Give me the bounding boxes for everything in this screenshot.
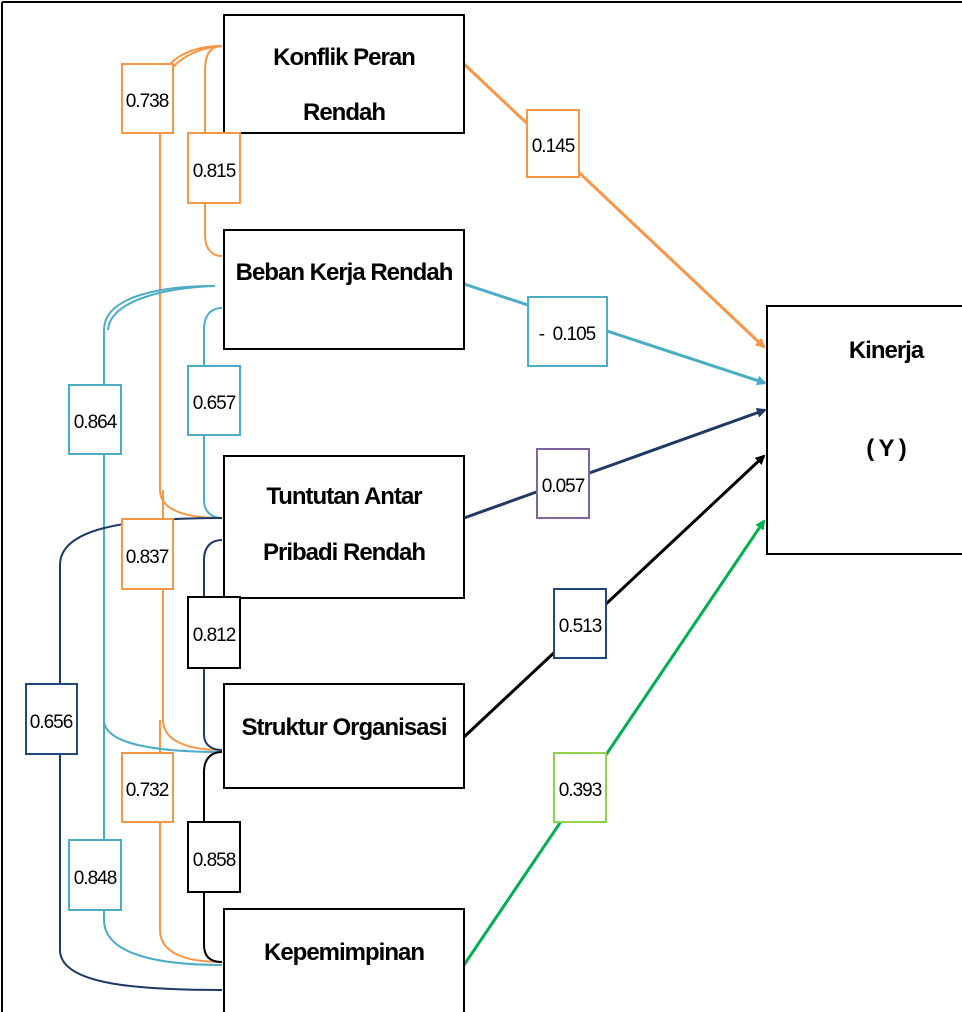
corr-konflik-kepemimpinan: 0.732 — [121, 752, 174, 823]
corr-konflik-tuntutan: 0.738 — [121, 63, 174, 134]
node-struktur: Struktur Organisasi — [223, 683, 465, 789]
coef-beban-kinerja-value: - 0.105 — [539, 324, 596, 345]
node-tuntutan-line1: Tuntutan Antar — [266, 483, 422, 510]
coef-konflik-kinerja-value: 0.145 — [532, 136, 575, 157]
corr-konflik-struktur-value: 0.837 — [126, 547, 169, 568]
coef-struktur-kinerja-value: 0.513 — [559, 616, 602, 637]
curve-beban-struktur — [103, 285, 223, 753]
node-tuntutan: Tuntutan Antar Pribadi Rendah — [223, 455, 465, 599]
curve-beban-struktur-b — [107, 285, 216, 331]
arrow-konflik — [462, 62, 766, 349]
node-kinerja-line1: Kinerja — [849, 337, 925, 364]
node-konflik-line2: Rendah — [303, 99, 385, 126]
corr-struktur-kepemimpinan: 0.858 — [187, 821, 241, 893]
corr-konflik-beban-value: 0.815 — [193, 161, 236, 182]
node-beban: Beban Kerja Rendah — [223, 229, 465, 350]
corr-konflik-struktur: 0.837 — [121, 518, 174, 590]
node-kinerja: Kinerja ( Y ) — [766, 305, 962, 555]
node-kinerja-line2: ( Y ) — [866, 435, 905, 462]
arrow-tuntutan — [463, 407, 767, 520]
corr-konflik-kepemimpinan-value: 0.732 — [126, 780, 169, 801]
arrow-kepemimpinan — [462, 519, 766, 966]
path-coefficients: 0.145 - 0.105 0.057 0.513 0.393 — [526, 109, 608, 823]
arrow-struktur — [462, 454, 766, 739]
corr-tuntutan-struktur: 0.812 — [187, 596, 241, 669]
node-konflik-line1: Konflik Peran — [273, 44, 415, 71]
corr-tuntutan-kepemimpinan-value: 0.656 — [30, 712, 73, 733]
corr-konflik-beban: 0.815 — [187, 132, 241, 204]
corr-konflik-tuntutan-value: 0.738 — [126, 91, 169, 112]
node-kepemimpinan: Kepemimpinan — [223, 908, 465, 1012]
coef-struktur-kinerja: 0.513 — [553, 588, 607, 659]
path-arrows — [462, 62, 767, 966]
correlation-labels: 0.738 0.815 0.657 0.864 0.837 0.812 0.65… — [25, 63, 241, 911]
coef-tuntutan-kinerja-value: 0.057 — [542, 476, 585, 497]
corr-beban-tuntutan-value: 0.657 — [193, 393, 236, 414]
corr-tuntutan-struktur-value: 0.812 — [193, 625, 236, 646]
curve-beban-kepemimpinan — [103, 720, 223, 966]
coef-kepemimpinan-kinerja: 0.393 — [553, 752, 607, 823]
node-konflik: Konflik Peran Rendah — [223, 14, 465, 134]
node-tuntutan-line2: Pribadi Rendah — [263, 539, 425, 566]
corr-beban-struktur-value: 0.864 — [74, 412, 118, 433]
coef-kepemimpinan-kinerja-value: 0.393 — [559, 780, 602, 801]
coef-tuntutan-kinerja: 0.057 — [536, 448, 590, 519]
node-kepemimpinan-label: Kepemimpinan — [264, 939, 424, 966]
corr-beban-struktur: 0.864 — [68, 384, 122, 455]
coef-konflik-kinerja: 0.145 — [526, 109, 580, 178]
node-beban-label: Beban Kerja Rendah — [236, 259, 453, 286]
corr-tuntutan-kepemimpinan: 0.656 — [25, 683, 78, 755]
corr-beban-tuntutan: 0.657 — [187, 365, 241, 436]
corr-beban-kepemimpinan-value: 0.848 — [74, 868, 117, 889]
coef-beban-kinerja: - 0.105 — [527, 296, 608, 367]
node-struktur-label: Struktur Organisasi — [241, 714, 446, 741]
corr-beban-kepemimpinan: 0.848 — [68, 839, 122, 911]
curve-konflik-struktur — [162, 490, 223, 751]
corr-struktur-kepemimpinan-value: 0.858 — [193, 850, 236, 871]
curve-konflik-kepemimpinan — [159, 720, 223, 963]
arrow-beban — [463, 282, 767, 386]
